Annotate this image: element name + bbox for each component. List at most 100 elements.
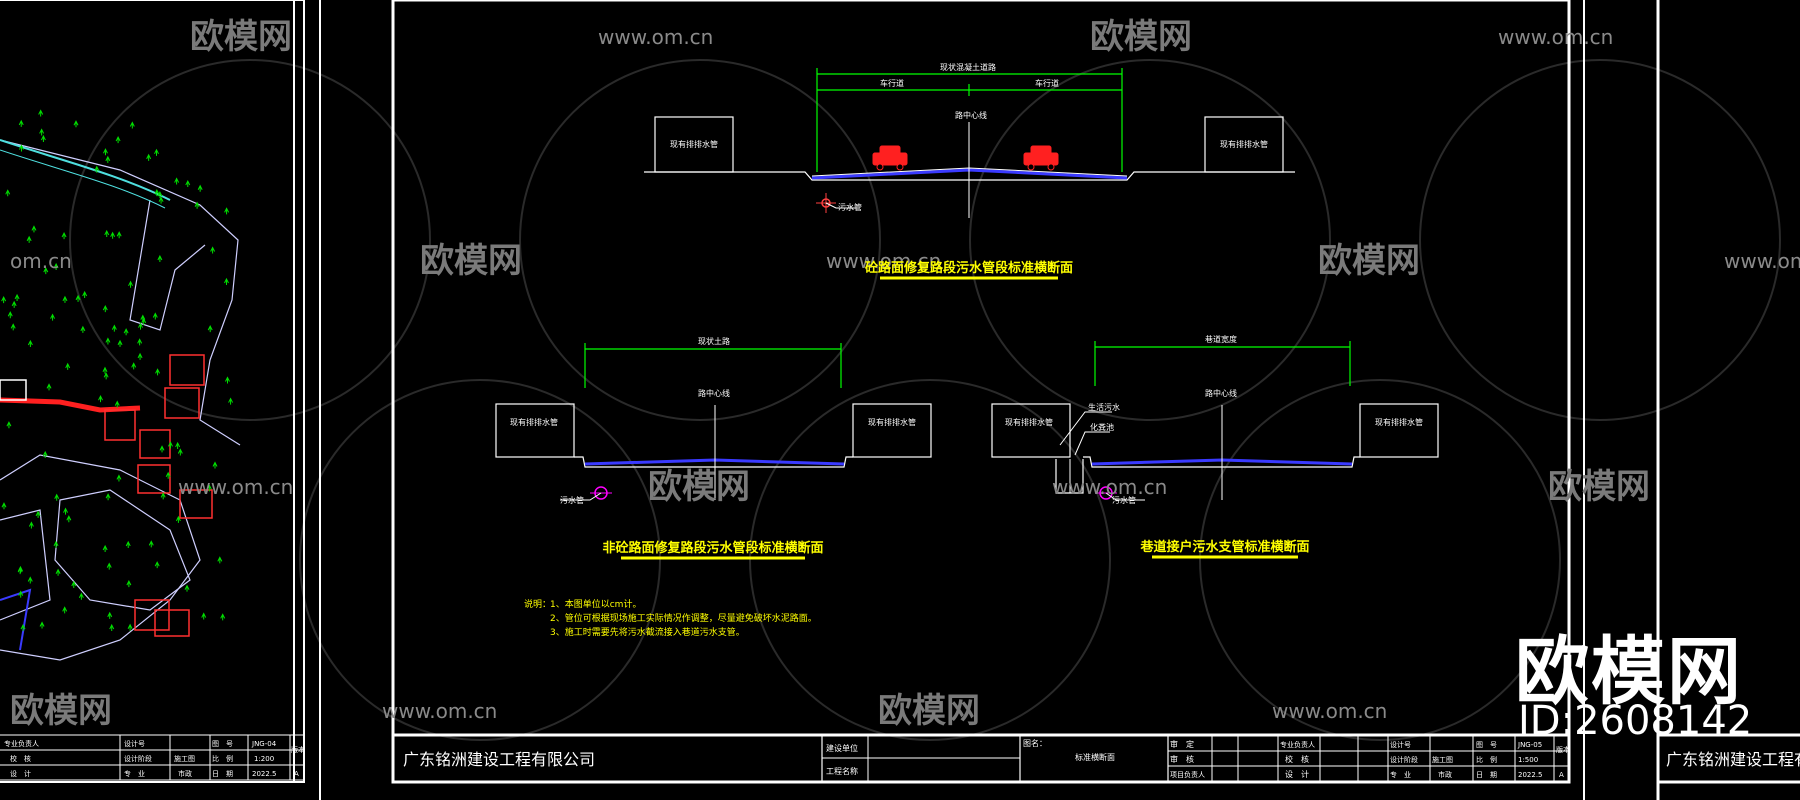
left-title-block [0,734,304,781]
tree-symbol [1,295,7,304]
dim-label: 车行道 [880,78,904,88]
tree-symbol [62,295,68,303]
drawing-no-label: 图 号 [1476,741,1497,749]
tree-symbol [61,231,67,240]
tree-symbol [105,155,111,163]
tree-symbol [126,580,132,588]
tree-symbol [43,266,49,275]
center-line-label: 路中心线 [698,388,730,398]
tree-symbol [6,421,12,429]
septic-tank-label: 化粪池 [1090,422,1114,432]
section-2-title: 非砼路面修复路段污水管段标准横断面 [602,540,823,556]
tree-symbol [197,184,203,192]
date: 2022.5 [1518,771,1543,779]
check-label: 校 核 [10,754,31,763]
watermark-text: 欧模网 欧模网 欧模网 欧模网 欧模网 欧模网 欧模网 欧模网 [10,17,1650,731]
design-label: 设 计 [10,769,31,778]
tree-symbol [177,448,183,456]
tree-symbol [184,584,190,592]
domestic-sewage-label: 生活污水 [1088,402,1120,412]
tree-symbol [123,328,129,336]
drain-label: 现有排排水管 [670,139,718,149]
tree-symbol [175,441,181,449]
section-3-title: 巷道接户污水支管标准横断面 [1139,539,1309,555]
tree-symbol [128,280,134,288]
tree-symbol [104,229,110,237]
drain-label: 现有排排水管 [868,417,916,427]
watermark-url: www.om.cn [1272,699,1387,723]
watermark-logo: 欧模网 [190,17,292,57]
design-stage-label: 设计阶段 [124,754,152,763]
tree-symbol [73,120,79,128]
watermark-url: www.om.cn [598,25,713,49]
section-3-cross-section [991,341,1439,559]
watermark-url: www.om.cn [1724,249,1800,273]
section-1-cross-section [644,68,1295,280]
discipline-lead-label: 专业负责人 [4,739,39,748]
design-stage: 施工图 [1432,755,1453,764]
tree-symbol [137,338,143,346]
dim-label: 现状土路 [698,336,730,346]
tree-symbol [26,235,32,243]
note-line: 2、管位可根据现场施工实际情况作调整，尽量避免破坏水泥路面。 [550,612,817,624]
tree-symbol [157,254,163,263]
section-1-title: 砼路面修复路段污水管段标准横断面 [865,260,1073,276]
site-plan-parcels [0,139,241,661]
project-name-label: 工程名称 [826,766,858,776]
watermark-urls: www.om.cn www.om.cn www.om.cn www.om.cn … [10,25,1800,723]
tree-symbol [154,561,160,569]
car-icon [1023,145,1059,171]
date-label: 日 期 [212,770,233,778]
tree-symbol [65,362,71,370]
tree-symbol [39,128,45,136]
tree-symbol [224,207,230,215]
left-sheet [0,0,305,783]
scale: 1:500 [1518,756,1538,764]
project-lead-label: 项目负责人 [1170,770,1205,779]
watermark-url: om.cn [10,249,72,273]
tree-symbol [46,383,52,391]
tree-symbol [217,556,223,564]
discipline: 市政 [178,769,192,778]
watermark-logo: 欧模网 [420,241,522,281]
design-label: 设 计 [1285,769,1309,779]
tree-symbol [11,300,17,308]
dim-label: 巷道宽度 [1205,334,1237,344]
discipline-lead-label: 专业负责人 [1280,740,1315,749]
right-title-block [1656,733,1800,784]
tree-symbol [114,400,120,408]
tree-symbol [105,337,111,345]
tree-symbol [66,515,72,523]
tree-symbol [106,562,112,570]
drawing-no: JNG-04 [251,740,277,748]
tree-symbol [62,606,68,614]
tree-symbol [129,121,135,129]
tree-symbol [103,148,108,156]
tree-symbol [107,611,113,619]
design-no-label: 设计号 [1390,740,1411,749]
tree-symbol [194,201,200,209]
tree-symbol [102,366,108,374]
design-no-label: 设计号 [124,739,145,748]
tree-symbol [116,231,122,239]
section-2-cross-section [495,343,932,560]
tree-symbol [82,290,88,299]
tree-symbol [212,461,218,469]
car-icon [872,145,908,171]
tree-symbol [105,493,111,501]
tree-symbol [28,521,34,529]
discipline: 市政 [1438,770,1452,779]
tree-symbol [210,246,216,254]
tree-symbol [18,590,24,598]
main-title-block-text: 广东铭洲建设工程有限公司 建设单位 工程名称 图名： 标准横断面 审 定 审 核… [403,738,1800,779]
dim-label: 车行道 [1035,78,1059,88]
tree-symbol [35,510,41,518]
notes-label: 说明： [524,598,551,610]
watermark-id: ID:2608142 [1518,698,1753,744]
tree-symbol [27,576,33,584]
tree-symbol [140,314,146,322]
design-stage: 施工图 [174,754,195,763]
watermark-large-logo: 欧模网 [1515,629,1743,715]
drain-label: 现有排排水管 [1220,139,1268,149]
